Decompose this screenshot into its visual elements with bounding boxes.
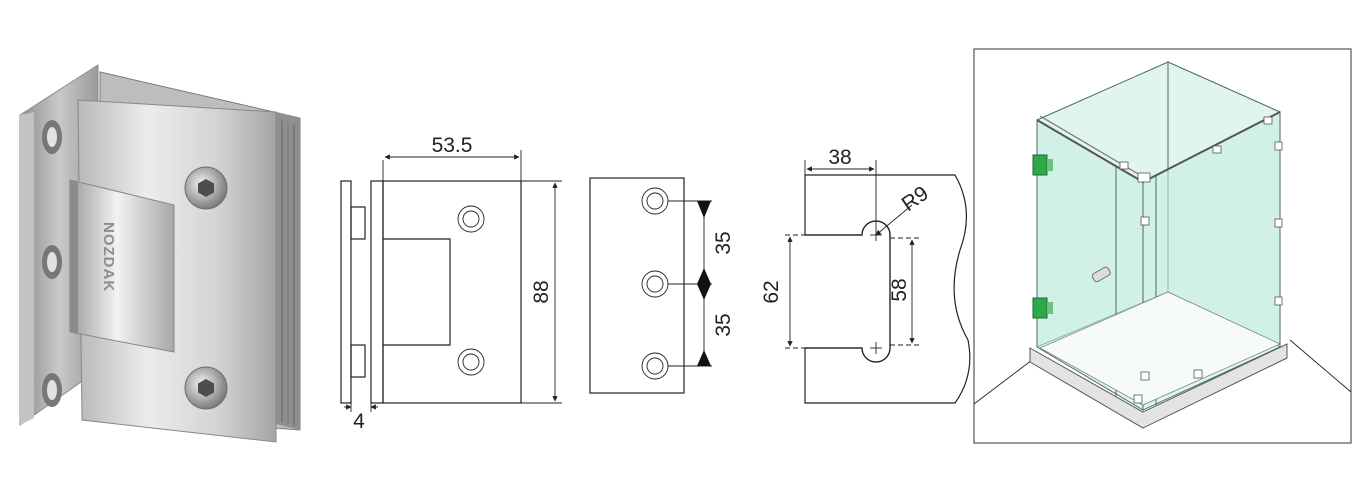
hinge-knuckle <box>69 179 175 353</box>
dim-width: 53.5 <box>432 134 473 157</box>
hinge-photo: NOZDAK <box>19 64 301 443</box>
shower-tray <box>1029 343 1288 429</box>
dim-thickness: 4 <box>353 410 365 433</box>
brand-label: NOZDAK <box>100 222 117 292</box>
wall-plate-side <box>340 180 352 404</box>
front-view-drawing: 53.5 88 4 <box>340 134 562 433</box>
wall-plate-edge <box>20 112 34 425</box>
hinge-base-side <box>370 180 384 404</box>
hinge-plate-front <box>382 180 522 404</box>
hinge-top-icon <box>1032 154 1048 176</box>
hinge-bottom-icon <box>1032 297 1048 319</box>
dim-cutout-outer: 62 <box>760 280 783 303</box>
screw-top-icon <box>184 166 228 210</box>
dim-hole-spacing-upper: 35 <box>712 231 735 254</box>
dim-height: 88 <box>530 280 553 303</box>
wall-plate-drawing: 35 35 <box>589 177 735 394</box>
dim-cutout-inner: 58 <box>888 278 911 301</box>
dim-radius: R9 <box>898 182 933 216</box>
dim-cutout-depth: 38 <box>828 146 851 169</box>
shower-enclosure-illustration <box>973 48 1352 444</box>
screw-bottom-icon <box>184 366 228 410</box>
glass-cutout-drawing: 38 R9 62 58 <box>760 146 971 404</box>
door-handle-icon <box>1091 266 1111 283</box>
dim-hole-spacing-lower: 35 <box>712 313 735 336</box>
